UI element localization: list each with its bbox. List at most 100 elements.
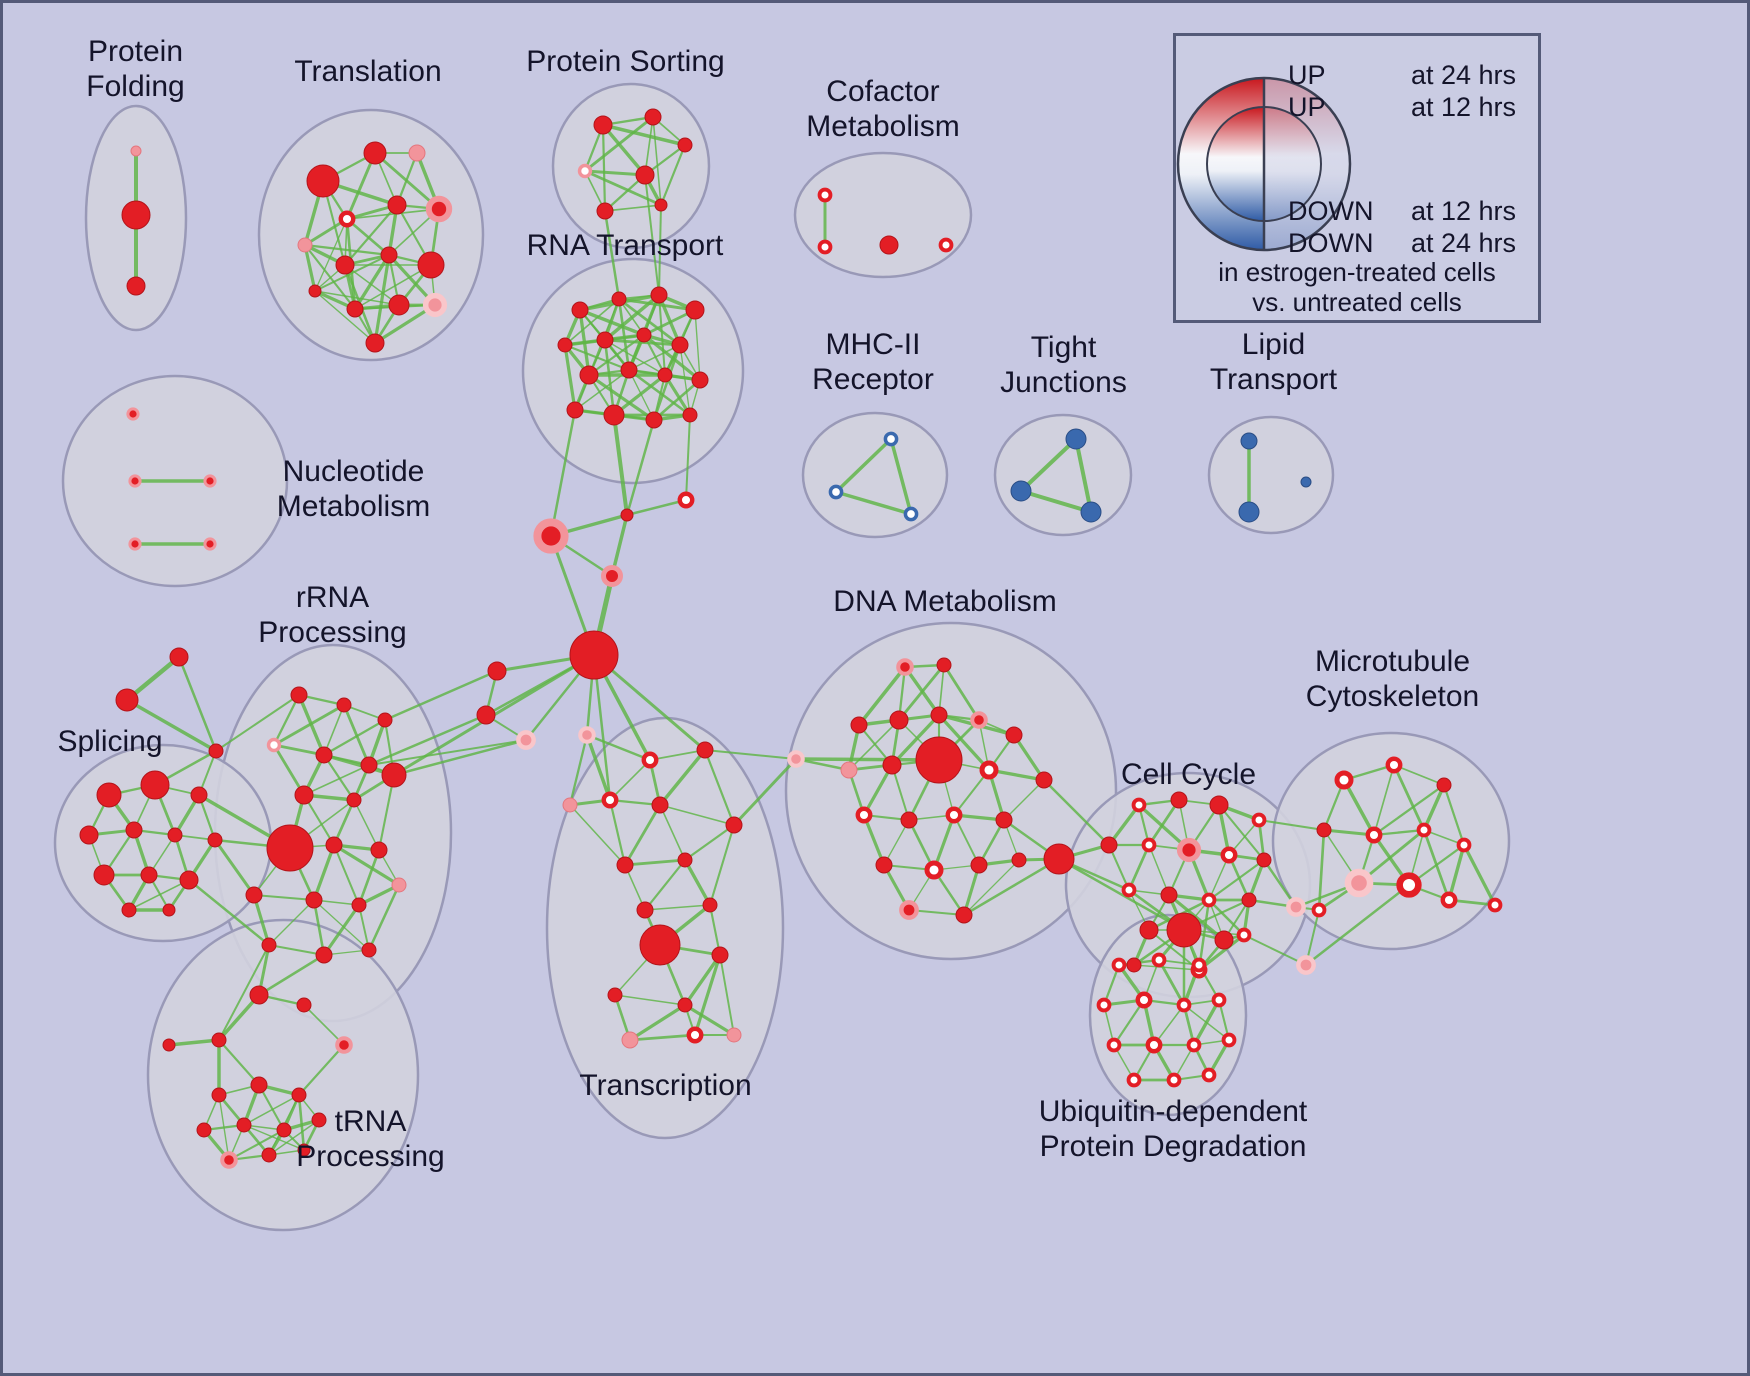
network-node — [1010, 480, 1032, 502]
network-node — [1241, 892, 1257, 908]
network-node — [291, 1087, 307, 1103]
network-node — [787, 750, 805, 768]
network-edge — [952, 768, 991, 817]
network-edge — [625, 418, 656, 517]
network-edge — [583, 169, 647, 177]
network-node — [294, 785, 314, 805]
network-node — [422, 292, 448, 318]
legend: UP at 24 hrs UP at 12 hrs DOWN at 12 hrs… — [1173, 33, 1541, 323]
network-edge — [628, 344, 681, 371]
network-edge — [683, 858, 712, 907]
network-node — [938, 237, 954, 253]
network-edge — [1422, 783, 1446, 832]
network-node — [1106, 1037, 1122, 1053]
network-node — [1236, 927, 1252, 943]
network-node — [889, 710, 909, 730]
network-edge — [644, 174, 660, 296]
network-edge — [1019, 489, 1093, 514]
network-edge — [1003, 779, 1045, 821]
legend-row-down-12: DOWN at 12 hrs — [1288, 196, 1516, 227]
network-edge — [644, 904, 711, 911]
network-node — [1111, 957, 1127, 973]
network-edge — [323, 704, 345, 756]
network-node — [896, 658, 914, 676]
cluster-ellipse-lipid-transport — [1207, 415, 1335, 535]
network-node — [377, 712, 393, 728]
network-edge — [217, 1038, 261, 1087]
network-node — [1311, 902, 1327, 918]
network-edge — [659, 804, 735, 826]
network-edge — [719, 954, 735, 1036]
network-node — [840, 761, 858, 779]
network-edge — [1197, 933, 1246, 972]
network-edge — [657, 293, 682, 347]
network-node — [1096, 997, 1112, 1013]
network-node — [682, 407, 698, 423]
network-node — [306, 164, 340, 198]
network-node — [654, 198, 668, 212]
network-edge — [1447, 843, 1466, 902]
network-edge — [302, 793, 336, 847]
legend-time: at 24 hrs — [1410, 60, 1516, 90]
cluster-ellipse-trna-processing — [146, 918, 420, 1232]
network-node — [641, 751, 659, 769]
network-edge — [257, 953, 326, 997]
network-edge — [642, 333, 667, 377]
network-edge — [683, 953, 722, 1007]
network-node — [335, 255, 355, 275]
network-edge — [354, 264, 432, 310]
network-edge — [649, 749, 706, 761]
network-node — [1201, 892, 1217, 908]
network-edge — [685, 414, 691, 501]
network-edge — [303, 243, 317, 293]
network-edge — [128, 879, 190, 911]
network-edge — [218, 944, 270, 1041]
network-node — [351, 897, 367, 913]
network-node — [417, 251, 445, 279]
network-edge — [1148, 844, 1170, 896]
network-edge — [942, 663, 981, 722]
network-node — [644, 108, 662, 126]
network-node — [266, 824, 314, 872]
network-node — [211, 1087, 227, 1103]
network-node — [915, 736, 963, 784]
network-edge — [303, 764, 370, 796]
network-edge — [332, 843, 401, 887]
network-edge — [585, 733, 652, 762]
network-node — [817, 239, 833, 255]
network-node — [1126, 1072, 1142, 1088]
network-edge — [322, 903, 361, 957]
network-node — [261, 937, 277, 953]
network-node — [179, 870, 199, 890]
network-node — [516, 730, 536, 750]
network-node — [96, 782, 122, 808]
network-node — [596, 331, 614, 349]
network-node — [1186, 1037, 1202, 1053]
network-edge — [252, 893, 271, 947]
network-node — [970, 856, 988, 874]
legend-time: at 12 hrs — [1410, 92, 1516, 122]
network-edge — [663, 373, 692, 417]
network-edge — [601, 123, 687, 147]
network-edge — [1243, 934, 1307, 966]
network-edge — [187, 878, 271, 947]
network-node — [828, 484, 844, 500]
legend-row-up-24: UP at 24 hrs — [1288, 60, 1516, 91]
network-node — [365, 333, 385, 353]
network-node — [611, 291, 627, 307]
network-edge — [353, 799, 380, 851]
network-edge — [962, 857, 1061, 917]
legend-inner-ring-left — [1207, 107, 1264, 221]
network-edge — [889, 437, 913, 516]
network-node — [899, 900, 919, 920]
network-edge — [297, 1093, 306, 1152]
network-edge — [627, 368, 692, 417]
network-node — [360, 756, 378, 774]
cluster-ellipse-protein-sorting — [551, 82, 711, 250]
network-node — [691, 371, 709, 389]
network-node — [1126, 957, 1142, 973]
cluster-ellipse-cofactor-metabolism — [793, 151, 973, 279]
network-node — [1160, 886, 1178, 904]
network-edge — [314, 290, 400, 306]
network-edge — [693, 953, 722, 1037]
